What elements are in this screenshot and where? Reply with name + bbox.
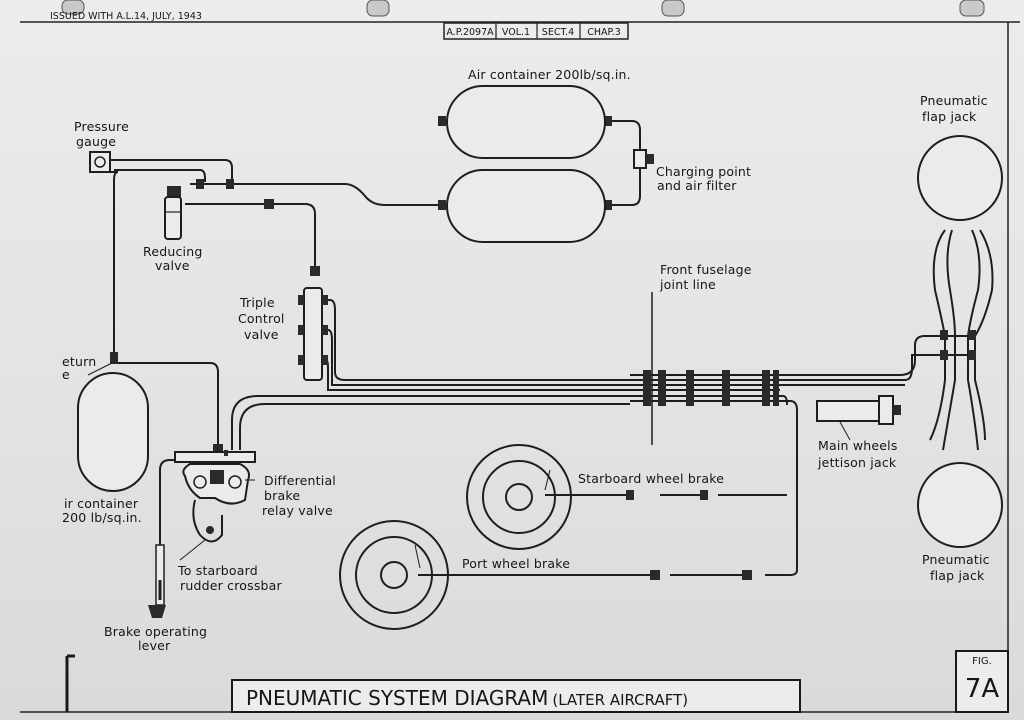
figure-number-box: FIG. 7A	[955, 650, 1009, 713]
label-charging-point-1: Charging point	[656, 164, 751, 179]
leader-lines	[87, 362, 851, 569]
label-return-valve-2: e	[62, 367, 70, 382]
figure-label: FIG.	[972, 656, 992, 667]
label-front-fuselage-2: joint line	[659, 277, 716, 292]
charging-point-filter	[633, 149, 654, 169]
binder-rings	[61, 0, 985, 17]
ref-cell-ap: A.P.2097A	[446, 27, 494, 38]
label-flap-top-2: flap jack	[922, 109, 977, 124]
brake-operating-lever	[148, 544, 166, 618]
label-flap-bottom-2: flap jack	[930, 568, 985, 583]
port-wheel	[339, 520, 449, 630]
label-reducing-valve-1: Reducing	[143, 244, 202, 259]
label-diff-brake-3: relay valve	[262, 503, 333, 518]
pressure-gauge	[89, 151, 111, 173]
label-air-container-top: Air container 200lb/sq.in.	[468, 67, 631, 82]
label-air-container-left-2: 200 lb/sq.in.	[62, 510, 142, 525]
main-wheels-jettison-jack	[816, 395, 901, 425]
fuselage-joint-couplings	[643, 370, 779, 406]
flap-jack-top	[917, 135, 1003, 221]
label-jettison-2: jettison jack	[817, 455, 897, 470]
reference-box: A.P.2097A VOL.1 SECT.4 CHAP.3	[443, 22, 629, 40]
label-flap-bottom-1: Pneumatic	[922, 552, 990, 567]
ref-cell-vol: VOL.1	[502, 27, 530, 38]
air-container-top-upper	[446, 85, 606, 159]
label-port-brake: Port wheel brake	[462, 556, 570, 571]
label-triple-control-3: valve	[244, 327, 279, 342]
label-air-container-left-1: ir container	[64, 496, 139, 511]
reducing-valve	[164, 186, 182, 240]
label-rudder-1: To starboard	[177, 563, 258, 578]
label-reducing-valve-2: valve	[155, 258, 190, 273]
label-pressure-gauge-1: Pressure	[74, 119, 129, 134]
label-rudder-2: rudder crossbar	[180, 578, 283, 593]
air-container-left	[77, 372, 149, 492]
label-charging-point-2: and air filter	[657, 178, 737, 193]
figure-number: 7A	[965, 674, 1000, 704]
triple-control-valve	[298, 287, 328, 381]
label-triple-control-2: Control	[238, 311, 285, 326]
label-diff-brake-1: Differential	[264, 473, 336, 488]
label-starboard-brake: Starboard wheel brake	[578, 471, 724, 486]
diagram-title: PNEUMATIC SYSTEM DIAGRAM(LATER AIRCRAFT)	[246, 686, 688, 710]
flap-jack-bottom	[917, 462, 1003, 548]
pipe-fittings	[110, 116, 976, 580]
label-diff-brake-2: brake	[264, 488, 300, 503]
ref-cell-chap: CHAP.3	[587, 27, 621, 38]
label-return-valve-1: eturn	[62, 354, 96, 369]
label-brake-lever-2: lever	[138, 638, 171, 653]
title-box	[231, 679, 801, 713]
air-container-top-lower	[446, 169, 606, 243]
ref-cell-sect: SECT.4	[542, 27, 574, 38]
issue-note: ISSUED WITH A.L.14, JULY, 1943	[50, 11, 202, 22]
starboard-wheel	[466, 444, 572, 550]
label-front-fuselage-1: Front fuselage	[660, 262, 752, 277]
differential-brake-relay-valve	[174, 450, 256, 543]
label-flap-top-1: Pneumatic	[920, 93, 988, 108]
label-brake-lever-1: Brake operating	[104, 624, 207, 639]
label-pressure-gauge-2: gauge	[76, 134, 116, 149]
label-triple-control-1: Triple	[239, 295, 275, 310]
label-jettison-1: Main wheels	[818, 438, 898, 453]
